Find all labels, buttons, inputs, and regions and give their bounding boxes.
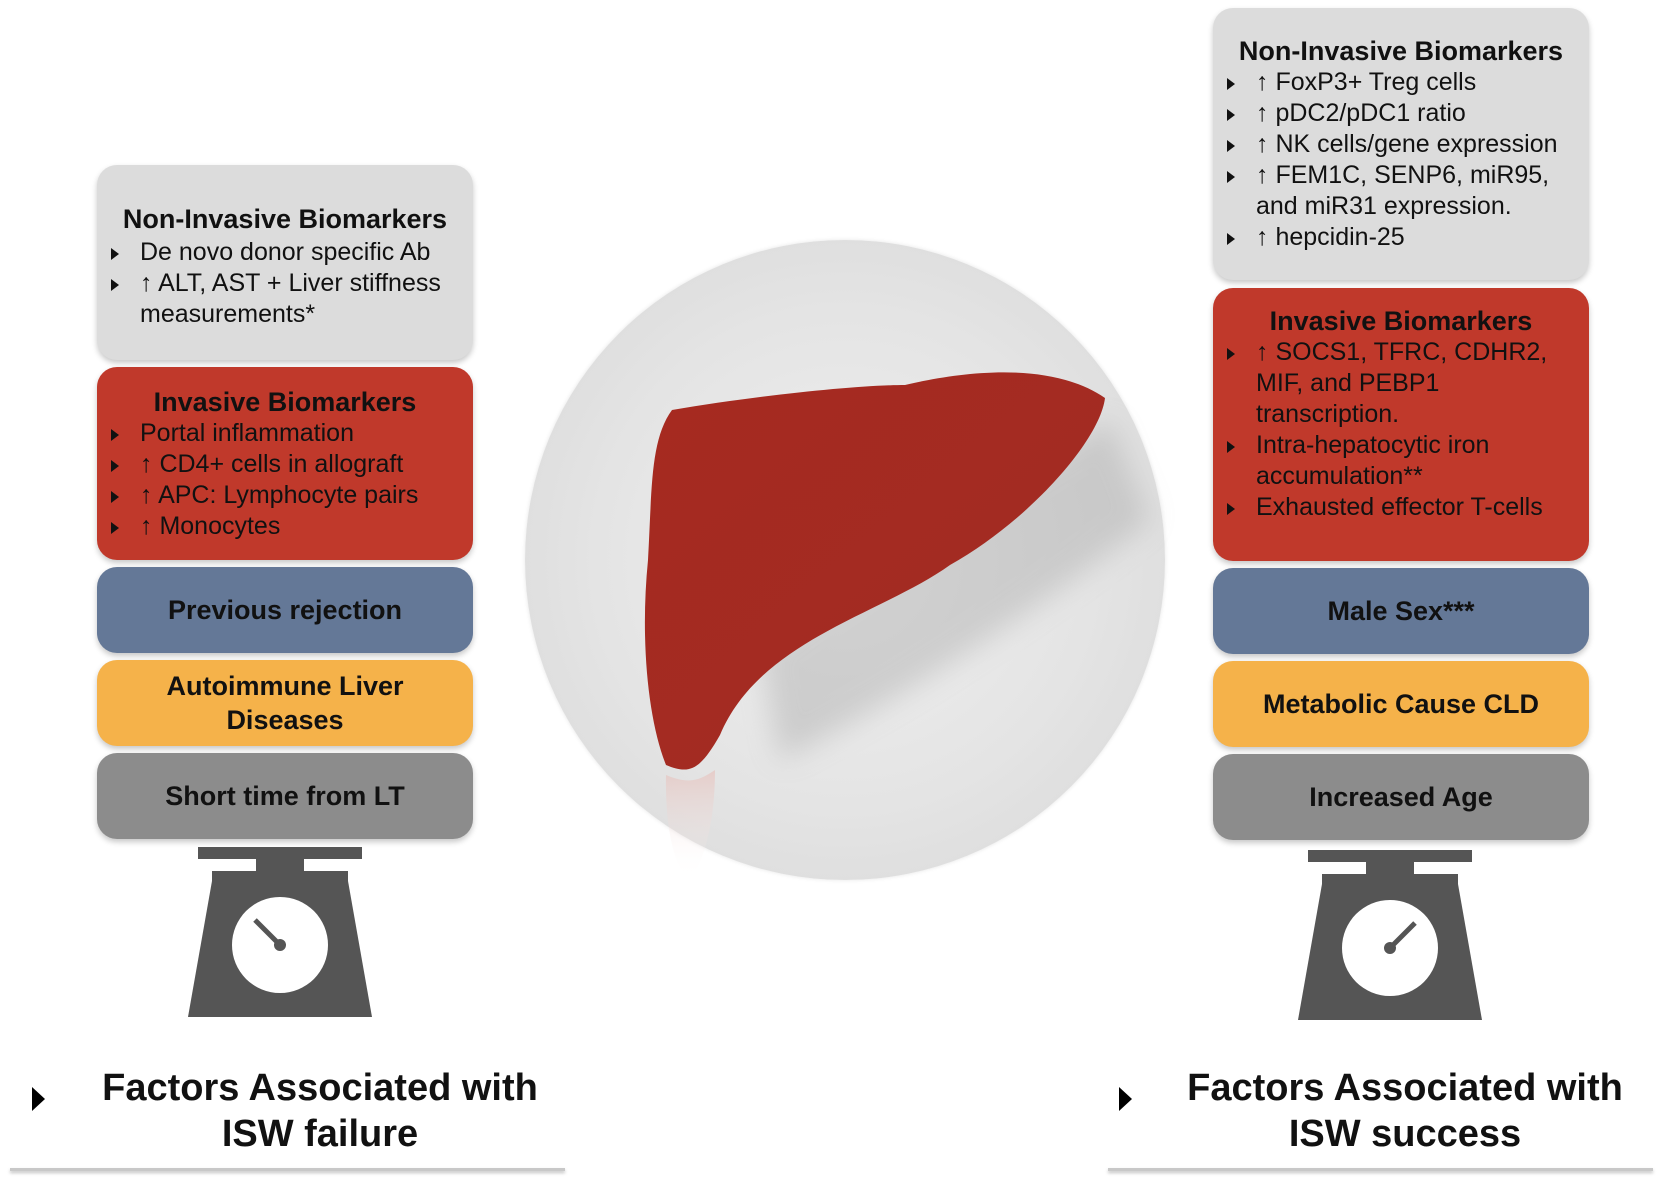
right-noninvasive-title: Non-Invasive Biomarkers	[1238, 36, 1564, 66]
list-item: Exhausted effector T-cells	[1219, 492, 1589, 523]
bullet-arrow-icon	[1227, 503, 1235, 515]
right-footer-title: Factors Associated with ISW success	[1105, 1065, 1665, 1157]
list-item: De novo donor specific Ab	[103, 237, 473, 268]
left-noninvasive-card: Non-Invasive Biomarkers De novo donor sp…	[97, 165, 473, 360]
bullet-arrow-icon	[111, 522, 119, 534]
left-noninvasive-title: Non-Invasive Biomarkers	[122, 204, 448, 234]
right-invasive-card: Invasive Biomarkers ↑ SOCS1, TFRC, CDHR2…	[1213, 288, 1589, 561]
right-factor-increased-age: Increased Age	[1213, 754, 1589, 840]
weighing-scale-icon	[1298, 850, 1482, 1020]
list-item: ↑ SOCS1, TFRC, CDHR2, MIF, and PEBP1 tra…	[1219, 337, 1589, 430]
bullet-arrow-icon	[1227, 348, 1235, 360]
bullet-arrow-icon	[1227, 441, 1235, 453]
left-footer-title: Factors Associated with ISW failure	[20, 1065, 580, 1157]
bullet-arrow-icon	[1227, 78, 1235, 90]
left-invasive-list: Portal inflammation ↑ CD4+ cells in allo…	[103, 418, 473, 542]
bullet-arrow-icon	[111, 279, 119, 291]
list-item: ↑ FoxP3+ Treg cells	[1219, 67, 1589, 98]
list-item: ↑ ALT, AST + Liver stiffness measurement…	[103, 268, 473, 330]
list-item: ↑ NK cells/gene expression	[1219, 129, 1589, 160]
bullet-arrow-icon	[1227, 140, 1235, 152]
left-noninvasive-list: De novo donor specific Ab ↑ ALT, AST + L…	[103, 237, 473, 330]
list-item: ↑ FEM1C, SENP6, miR95, and miR31 express…	[1219, 160, 1589, 222]
bullet-arrow-icon	[111, 460, 119, 472]
left-invasive-title: Invasive Biomarkers	[153, 387, 417, 417]
right-invasive-title: Invasive Biomarkers	[1269, 306, 1533, 336]
list-item: ↑ Monocytes	[103, 511, 473, 542]
bullet-arrow-icon	[1227, 109, 1235, 121]
list-item: ↑ CD4+ cells in allograft	[103, 449, 473, 480]
right-noninvasive-card: Non-Invasive Biomarkers ↑ FoxP3+ Treg ce…	[1213, 8, 1589, 280]
left-factor-short-time: Short time from LT	[97, 753, 473, 839]
list-item: ↑ hepcidin-25	[1219, 222, 1589, 253]
list-item: Intra-hepatocytic iron accumulation**	[1219, 430, 1589, 492]
left-invasive-card: Invasive Biomarkers Portal inflammation …	[97, 367, 473, 560]
left-factor-previous-rejection: Previous rejection	[97, 567, 473, 653]
list-item: ↑ pDC2/pDC1 ratio	[1219, 98, 1589, 129]
left-factor-autoimmune: Autoimmune Liver Diseases	[97, 660, 473, 746]
list-item: ↑ APC: Lymphocyte pairs	[103, 480, 473, 511]
footer-arrow-icon	[32, 1087, 45, 1111]
weighing-scale-icon	[160, 847, 400, 1053]
right-baseline	[1108, 1168, 1653, 1171]
right-noninvasive-list: ↑ FoxP3+ Treg cells ↑ pDC2/pDC1 ratio ↑ …	[1219, 67, 1589, 253]
left-baseline	[10, 1168, 565, 1171]
list-item: Portal inflammation	[103, 418, 473, 449]
footer-arrow-icon	[1119, 1087, 1132, 1111]
bullet-arrow-icon	[111, 248, 119, 260]
bullet-arrow-icon	[1227, 233, 1235, 245]
bullet-arrow-icon	[1227, 171, 1235, 183]
right-invasive-list: ↑ SOCS1, TFRC, CDHR2, MIF, and PEBP1 tra…	[1219, 337, 1589, 523]
right-factor-metabolic: Metabolic Cause CLD	[1213, 661, 1589, 747]
right-factor-male-sex: Male Sex***	[1213, 568, 1589, 654]
bullet-arrow-icon	[111, 429, 119, 441]
bullet-arrow-icon	[111, 491, 119, 503]
